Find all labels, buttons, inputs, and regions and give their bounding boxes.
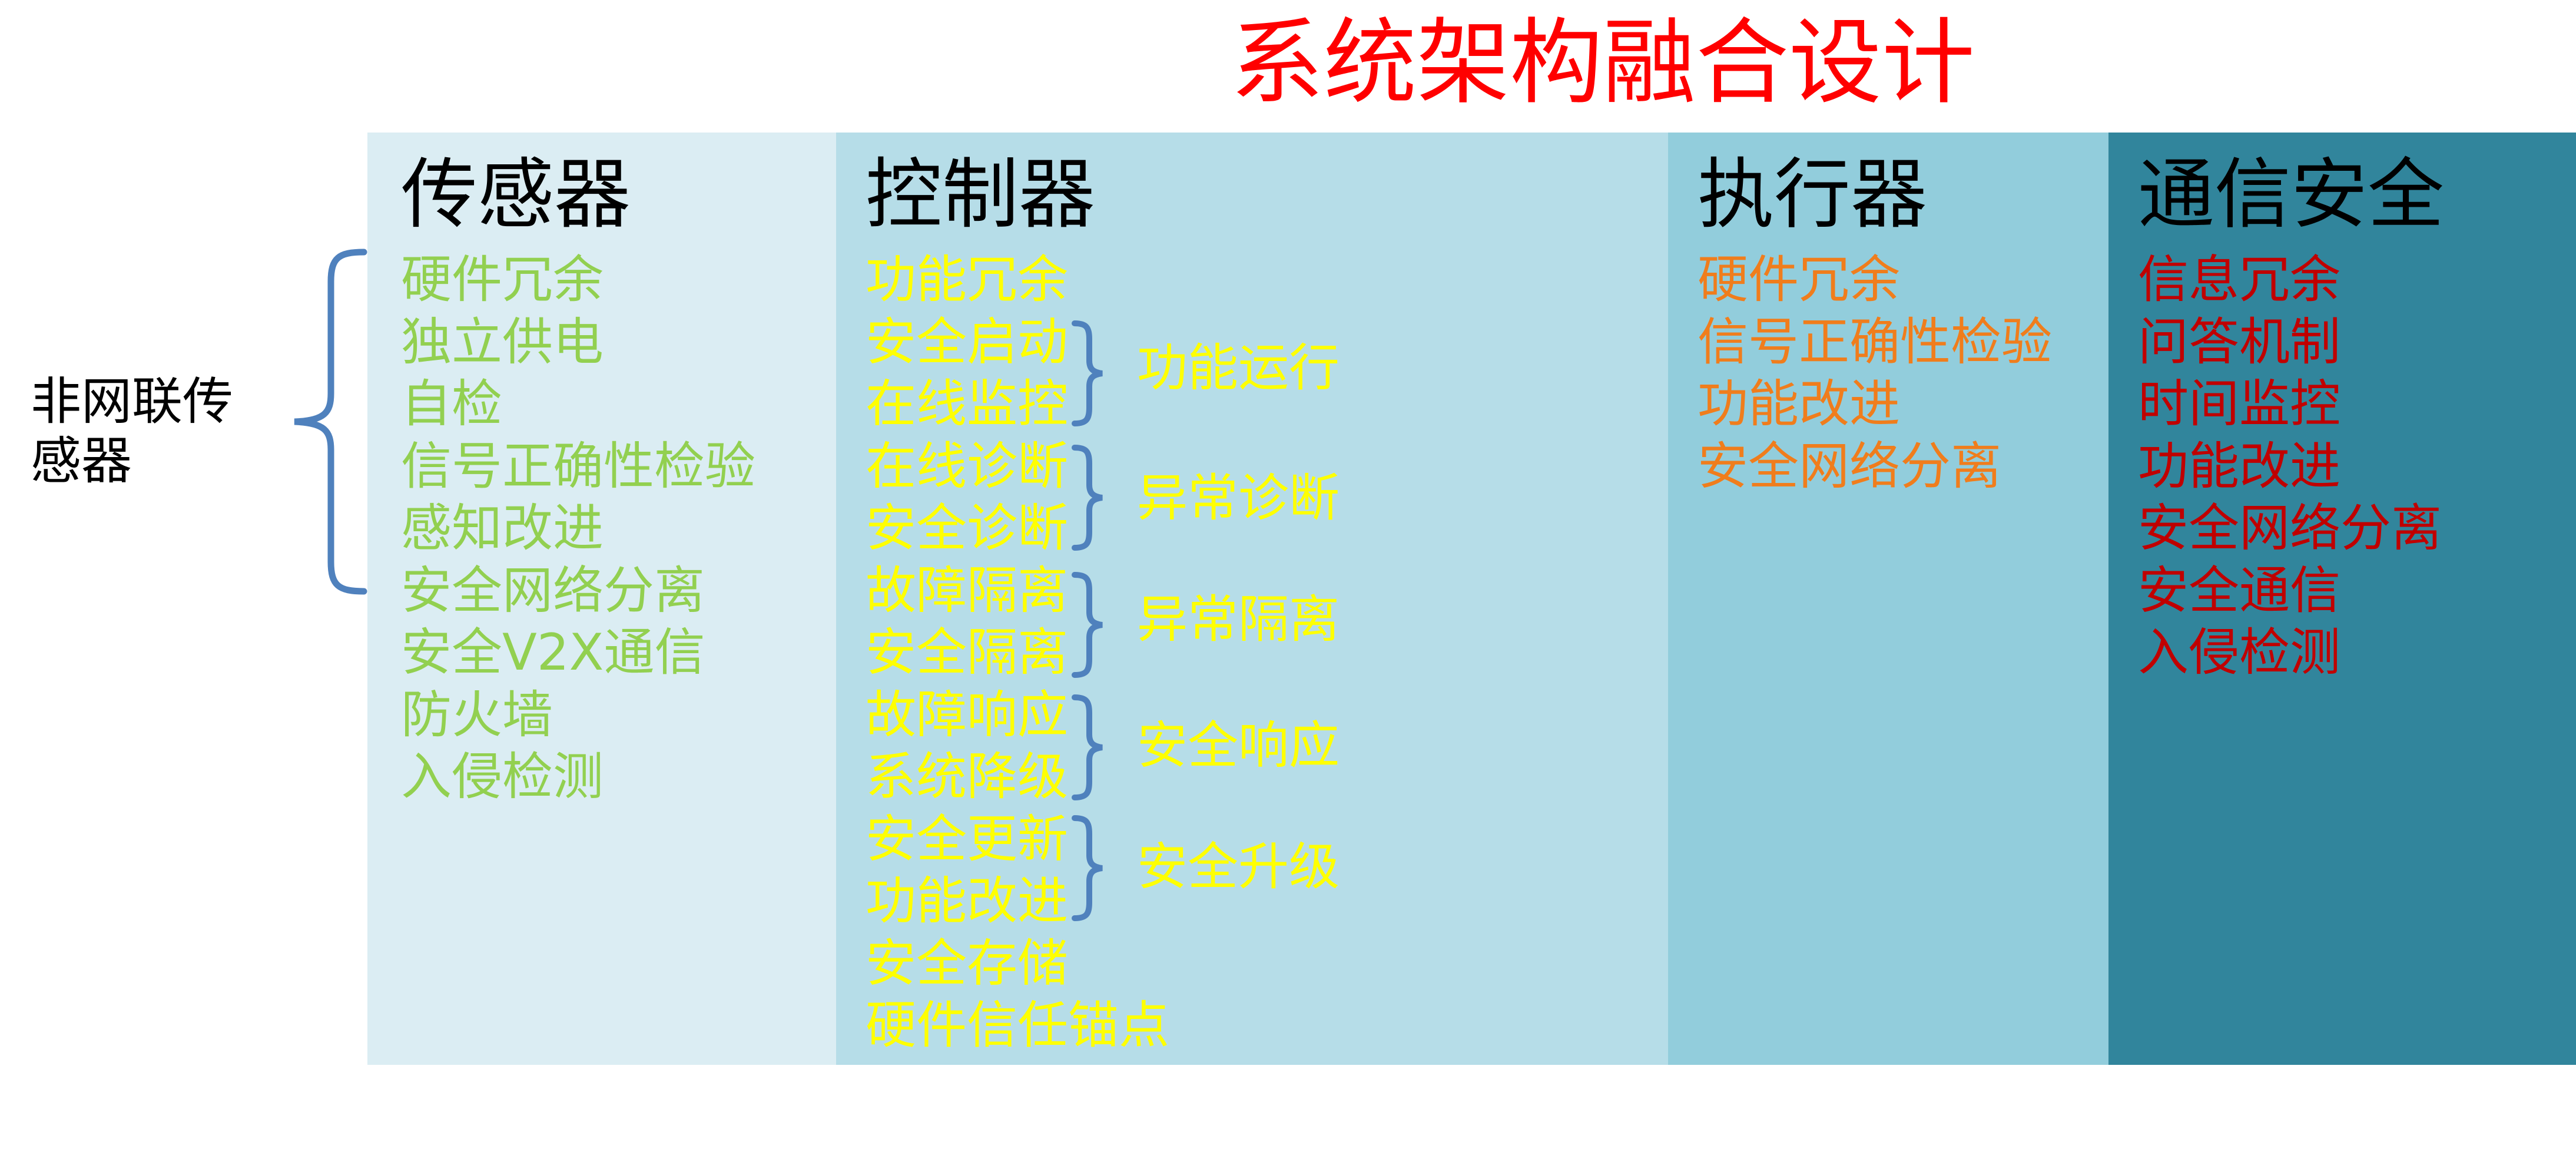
sensor-item: 自检: [401, 375, 502, 433]
actuator-item: 功能改进: [1698, 375, 1900, 433]
actuator-item-list: 硬件冗余 信号正确性检验 功能改进 安全网络分离: [1698, 249, 2052, 498]
controller-item: 功能冗余: [866, 250, 1068, 309]
group-label-anomaly-isolation: 异常隔离: [1137, 590, 1340, 649]
safety-upgrade-brace: [1072, 815, 1103, 921]
sensor-item: 防火墙: [401, 685, 553, 744]
controller-item: 安全隔离: [866, 623, 1068, 682]
controller-item: 在线监控: [866, 375, 1068, 433]
actuator-item: 硬件冗余: [1698, 250, 1900, 309]
sensor-item: 安全V2X通信: [401, 623, 705, 682]
controller-item: 安全更新: [866, 809, 1068, 869]
controller-item: 硬件信任锚点: [866, 996, 1169, 1055]
group-label-function-operation: 功能运行: [1137, 339, 1340, 398]
anomaly-diagnosis-brace: [1072, 445, 1103, 551]
controller-item: 在线诊断: [866, 436, 1068, 496]
communication-item: 安全通信: [2138, 561, 2340, 620]
non-networked-sensor-label: 非网联传感器: [31, 372, 233, 491]
controller-item: 安全诊断: [866, 499, 1068, 558]
sensor-item: 感知改进: [401, 499, 604, 558]
actuator-column-title: 执行器: [1698, 150, 1928, 239]
controller-item: 故障响应: [866, 685, 1068, 744]
sensor-item-list: 硬件冗余 独立供电 自检 信号正确性检验 感知改进 安全网络分离 安全V2X通信…: [401, 249, 755, 809]
controller-item-list: 功能冗余 安全启动 在线监控 在线诊断 安全诊断 故障隔离 安全隔离 故障响应 …: [866, 249, 1169, 1057]
actuator-item: 信号正确性检验: [1698, 312, 2052, 372]
controller-column-title: 控制器: [866, 150, 1096, 239]
group-label-safety-upgrade: 安全升级: [1137, 838, 1340, 896]
controller-item: 系统降级: [866, 747, 1068, 806]
sensor-column-title: 传感器: [401, 150, 631, 239]
communication-item: 信息冗余: [2138, 250, 2340, 309]
safety-response-brace: [1072, 694, 1103, 800]
communication-item: 问答机制: [2138, 312, 2340, 372]
communication-security-column-title: 通信安全: [2138, 150, 2445, 239]
function-operation-brace: [1072, 320, 1103, 426]
communication-item: 安全网络分离: [2138, 499, 2442, 558]
actuator-item: 安全网络分离: [1698, 436, 2001, 496]
anomaly-isolation-brace: [1072, 572, 1103, 678]
controller-column: 控制器 功能冗余 安全启动 在线监控 在线诊断 安全诊断 故障隔离 安全隔离 故…: [836, 133, 1668, 1065]
communication-item: 功能改进: [2138, 436, 2340, 496]
communication-security-column: 通信安全 信息冗余 问答机制 时间监控 功能改进 安全网络分离 安全通信 入侵检…: [2108, 133, 2576, 1065]
sensor-item: 信号正确性检验: [401, 436, 755, 496]
communication-item: 时间监控: [2138, 375, 2340, 433]
controller-item: 功能改进: [866, 872, 1068, 931]
communication-item-list: 信息冗余 问答机制 时间监控 功能改进 安全网络分离 安全通信 入侵检测: [2138, 249, 2442, 684]
diagram-title: 系统架构融合设计: [1231, 9, 1975, 117]
controller-item: 安全存储: [866, 934, 1068, 993]
group-label-anomaly-diagnosis: 异常诊断: [1137, 469, 1340, 528]
sensor-item: 安全网络分离: [401, 561, 705, 620]
sensor-item: 独立供电: [401, 312, 604, 372]
sensor-group-brace: [294, 249, 367, 595]
actuator-column: 执行器 硬件冗余 信号正确性检验 功能改进 安全网络分离: [1668, 133, 2108, 1065]
controller-item: 故障隔离: [866, 561, 1068, 620]
group-label-safety-response: 安全响应: [1137, 716, 1340, 775]
controller-item: 安全启动: [866, 312, 1068, 372]
communication-item: 入侵检测: [2138, 623, 2340, 682]
sensor-item: 硬件冗余: [401, 250, 604, 309]
sensor-column: 传感器 硬件冗余 独立供电 自检 信号正确性检验 感知改进 安全网络分离 安全V…: [367, 133, 836, 1065]
sensor-item: 入侵检测: [401, 747, 604, 806]
